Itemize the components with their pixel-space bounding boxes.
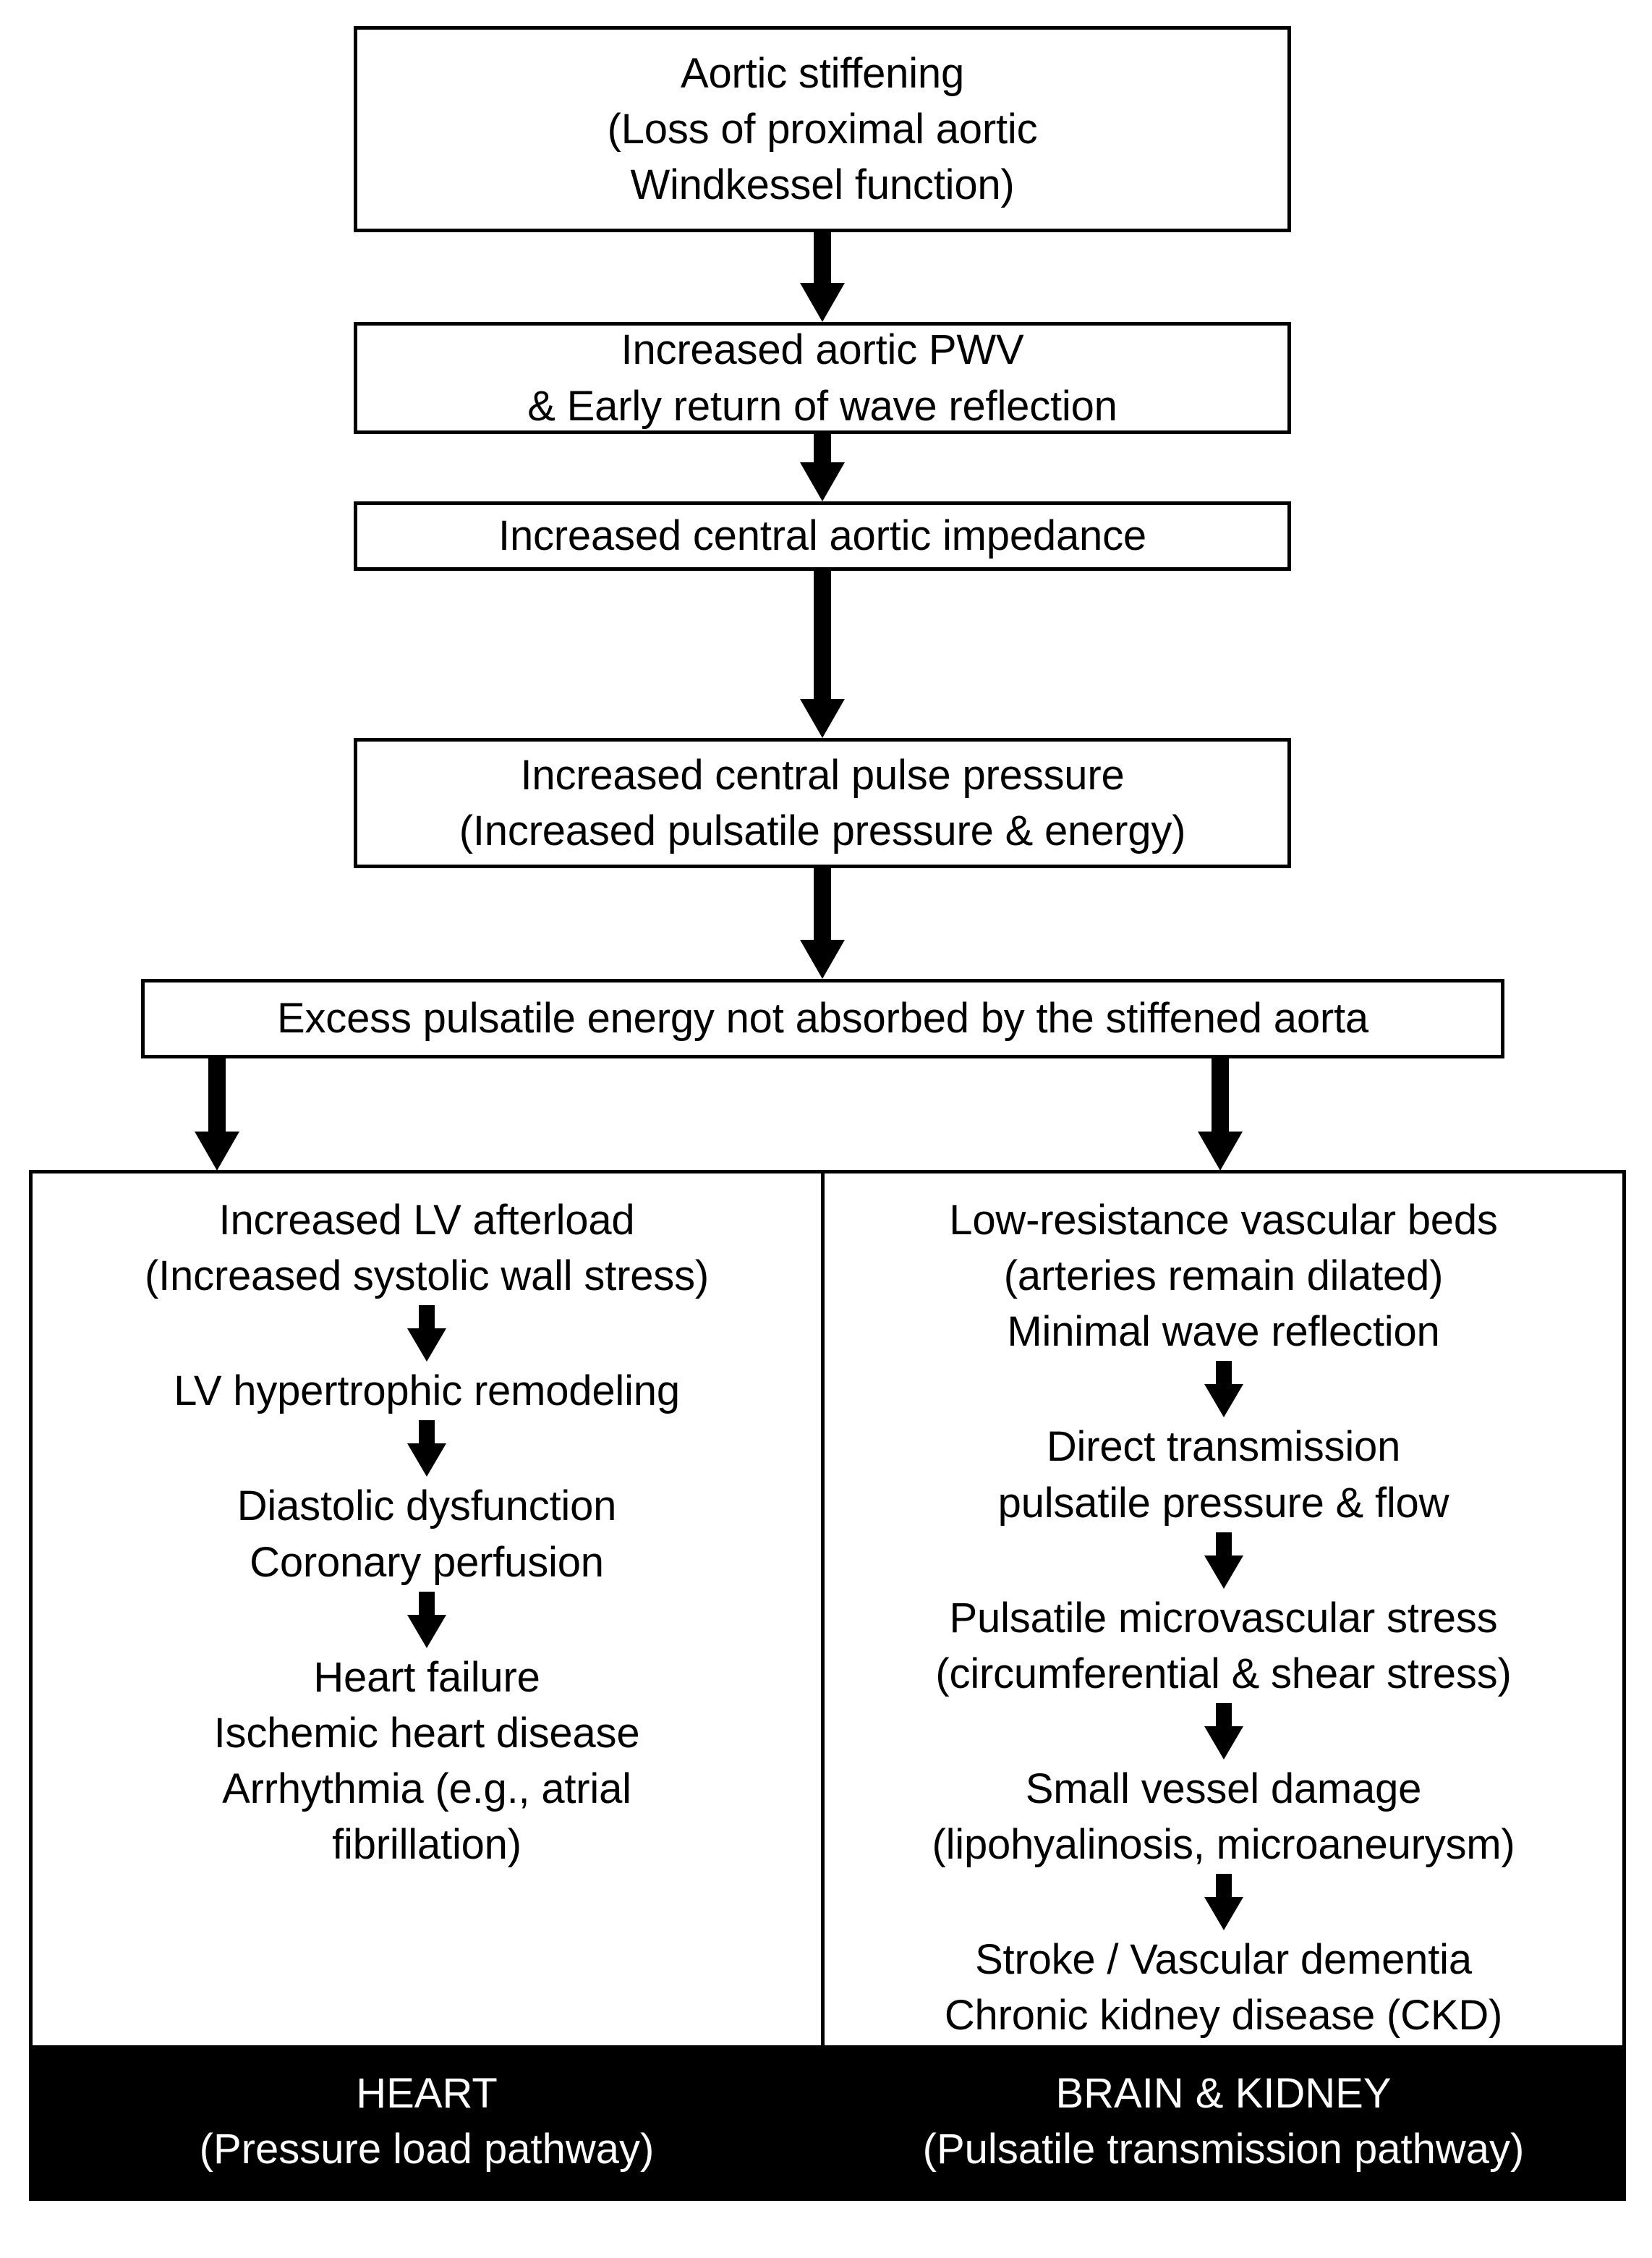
down-arrow-icon-heart-2 [33,1420,821,1477]
footer-title: BRAIN & KIDNEY [1055,2069,1392,2117]
arrow-shaft [1215,1874,1232,1901]
arrow-shaft [1215,1532,1232,1558]
down-arrow-icon-brain-kidney-2 [825,1532,1622,1589]
arrow-shaft [419,1591,435,1618]
arrow-head [800,283,845,322]
heart-step-1: Increased LV afterload (Increased systol… [145,1192,709,1304]
flow-box-line: Increased central aortic impedance [498,512,1146,560]
down-arrow-icon-heart-3 [33,1591,821,1648]
step-line: Diastolic dysfunction [237,1482,617,1530]
panel-brain-kidney-footer: BRAIN & KIDNEY (Pulsatile transmission p… [825,2045,1622,2197]
arrow-head [1198,1132,1243,1171]
arrow-head [1204,1384,1243,1418]
flow-box-line: (Loss of proximal aortic [607,105,1038,153]
step-line: (lipohyalinosis, microaneurysm) [932,1821,1515,1868]
flow-box-line: (Increased pulsatile pressure & energy) [459,807,1186,854]
step-line: (circumferential & shear stress) [935,1650,1512,1697]
arrow-head [800,462,845,501]
down-arrow-icon-brain-kidney-3 [825,1702,1622,1760]
step-line: Chronic kidney disease (CKD) [944,1992,1503,2040]
step-line: Heart failure [313,1653,540,1701]
flow-box-pwv: Increased aortic PWV & Early return of w… [354,322,1291,434]
arrow-head [1204,1726,1243,1760]
brain-kidney-step-5: Stroke / Vascular dementia Chronic kidne… [945,1932,1502,2043]
step-line: Stroke / Vascular dementia [975,1936,1472,1984]
footer-subtitle: (Pressure load pathway) [199,2126,655,2173]
step-line: Low-resistance vascular beds [949,1197,1498,1244]
panel-heart-footer: HEART (Pressure load pathway) [33,2045,821,2197]
step-line: (arteries remain dilated) [1003,1252,1444,1300]
down-arrow-icon-heart-1 [33,1305,821,1362]
heart-step-2: LV hypertrophic remodeling [174,1363,680,1419]
flow-box-line: & Early return of wave reflection [527,382,1117,430]
flow-box-excess-energy: Excess pulsatile energy not absorbed by … [141,979,1504,1058]
arrow-head [800,699,845,738]
arrow-shaft [1212,1058,1229,1133]
flow-box-line: Increased central pulse pressure [520,751,1125,799]
step-line: Minimal wave reflection [1007,1308,1440,1356]
panel-heart-body: Increased LV afterload (Increased systol… [33,1173,821,2045]
arrow-head [407,1614,446,1648]
heart-step-4: Heart failure Ischemic heart disease Arr… [214,1650,640,1873]
step-line: LV hypertrophic remodeling [174,1367,680,1415]
brain-kidney-step-2: Direct transmission pulsatile pressure &… [998,1419,1449,1530]
arrow-shaft [419,1420,435,1447]
step-line: Pulsatile microvascular stress [949,1594,1498,1642]
brain-kidney-step-4: Small vessel damage (lipohyalinosis, mic… [932,1761,1515,1872]
flow-box-aortic-stiffening: Aortic stiffening (Loss of proximal aort… [354,26,1291,232]
flow-box-impedance: Increased central aortic impedance [354,501,1291,571]
arrow-shaft [814,571,831,699]
pathway-panels: Increased LV afterload (Increased systol… [29,1170,1626,2201]
step-line: (Increased systolic wall stress) [144,1252,710,1300]
arrow-shaft [1215,1702,1232,1729]
flow-box-line: Windkessel function) [630,161,1015,209]
step-line: fibrillation) [332,1821,521,1868]
brain-kidney-step-1: Low-resistance vascular beds (arteries r… [949,1192,1498,1359]
arrow-head [407,1328,446,1362]
footer-title: HEART [356,2069,498,2117]
step-line: Ischemic heart disease [213,1709,640,1757]
flow-box-pulse-pressure: Increased central pulse pressure (Increa… [354,738,1291,868]
arrow-shaft [814,232,831,283]
arrow-head [407,1443,446,1477]
arrow-shaft [208,1058,226,1133]
arrow-shaft [814,434,831,462]
arrow-shaft [814,868,831,940]
step-line: Arrhythmia (e.g., atrial [222,1765,631,1812]
flow-box-line: Increased aortic PWV [621,326,1024,374]
heart-step-3: Diastolic dysfunction Coronary perfusion [237,1478,617,1589]
flow-box-line: Excess pulsatile energy not absorbed by … [277,995,1368,1043]
step-line: Coronary perfusion [250,1538,604,1586]
arrow-shaft [419,1305,435,1332]
step-line: Increased LV afterload [218,1197,635,1244]
brain-kidney-step-3: Pulsatile microvascular stress (circumfe… [935,1590,1511,1702]
panel-brain-kidney-body: Low-resistance vascular beds (arteries r… [825,1173,1622,2045]
down-arrow-icon-brain-kidney-4 [825,1874,1622,1931]
step-line: Small vessel damage [1025,1765,1422,1812]
down-arrow-icon-brain-kidney-1 [825,1361,1622,1418]
step-line: Direct transmission [1046,1423,1401,1471]
flow-box-line: Aortic stiffening [680,49,965,97]
arrow-head [800,940,845,979]
arrow-head [195,1132,239,1171]
arrow-head [1204,1555,1243,1589]
arrow-head [1204,1897,1243,1931]
panel-brain-kidney: Low-resistance vascular beds (arteries r… [825,1173,1622,2197]
panel-heart: Increased LV afterload (Increased systol… [33,1173,825,2197]
step-line: pulsatile pressure & flow [997,1479,1449,1527]
footer-subtitle: (Pulsatile transmission pathway) [922,2126,1525,2173]
arrow-shaft [1215,1361,1232,1388]
